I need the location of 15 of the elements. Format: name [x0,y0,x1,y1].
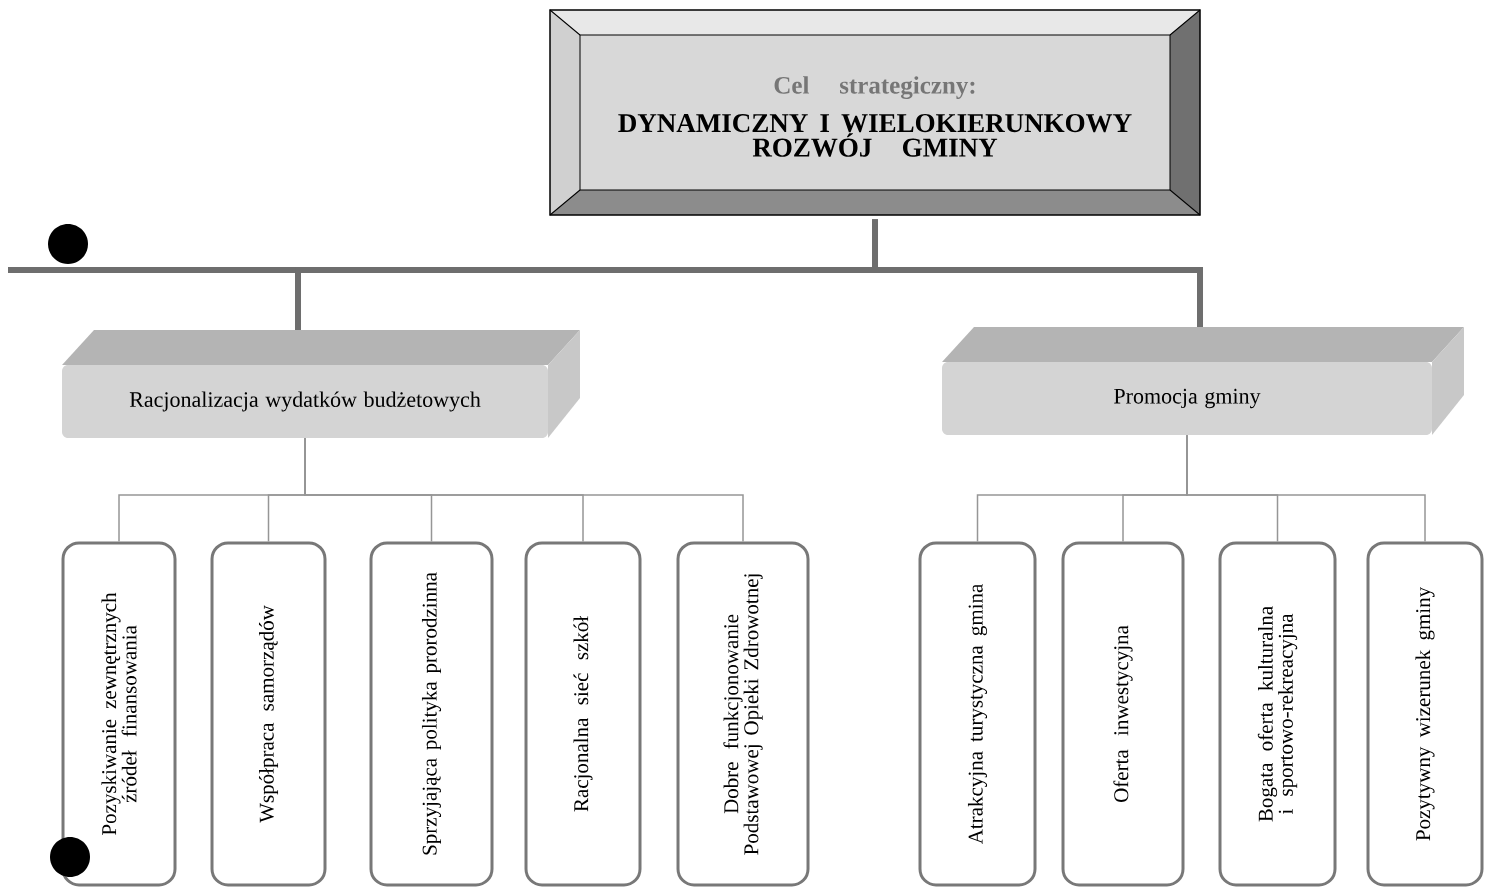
task-box: Dobre funkcjonowanie Podstawowej Opieki Zdrowotnej [676,541,810,887]
connector-line [872,219,1203,327]
task-box: Bogata oferta kulturalna i sportowo-rekreacyjna [1218,541,1337,887]
task-box: Racjonalna sieć szkół [524,541,642,887]
connector-line [304,437,744,543]
task-box: Oferta inwestycyjna [1061,541,1185,887]
connector-line [1186,434,1426,543]
task-box: Współpraca samorządów [210,541,327,887]
task-box: Atrakcyjna turystyczna gmina [918,541,1037,887]
goal-box: Cel strategiczny: DYNAMICZNY I WIELOKIERUNKOWY ROZWÓJ GMINY [549,9,1201,216]
task-box: Pozyskiwanie zewnętrznych źródeł finansowania [61,541,177,887]
category-box: Promocja gminy [942,327,1464,435]
task-box: Sprzyjająca polityka prorodzinna [369,541,494,887]
task-box: Pozytywny wizerunek gminy [1366,541,1484,887]
category-box: Racjonalizacja wydatków budżetowych [62,330,580,438]
